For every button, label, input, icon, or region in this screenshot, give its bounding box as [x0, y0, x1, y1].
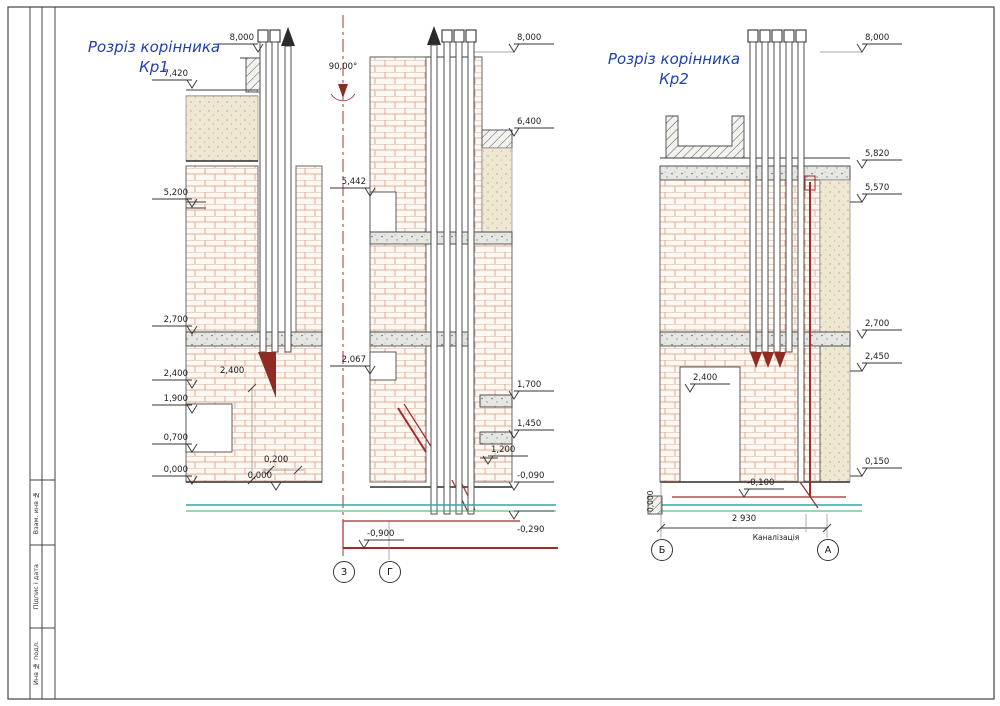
elevation-label: 2,400: [693, 373, 718, 383]
kp1-title-line2: Кр1: [139, 57, 169, 76]
titleblock-row: Инв № подл.: [30, 628, 42, 699]
elevation-label: 5,570: [865, 183, 890, 193]
kp2-title: Розріз корінника Кр2: [604, 50, 744, 89]
elevation-label: 0,150: [865, 457, 890, 467]
elevation-mark: [152, 79, 198, 89]
elevation-label: 8,000: [517, 33, 542, 43]
elevation-mark: [152, 198, 198, 208]
titleblock-row-label: Підпис і дата: [32, 563, 40, 610]
axis-bubble: А: [817, 539, 839, 561]
elevation-label: 1,700: [517, 380, 542, 390]
elevation-mark: [508, 127, 554, 137]
sheet-frame: [7, 6, 995, 700]
elevation-label: 1,450: [517, 419, 542, 429]
elevation-marks-layer: [152, 43, 902, 549]
elevation-mark: [856, 329, 902, 339]
elevation-label: 0,700: [163, 433, 188, 443]
elevation-mark: [856, 159, 902, 169]
kp1-title: Розріз корінника Кр1: [84, 38, 224, 77]
elevation-mark: [152, 475, 198, 485]
elevation-mark: [856, 193, 902, 203]
elevation-label: 0,000: [163, 465, 188, 475]
titleblock-row: Підпис і дата: [30, 545, 42, 628]
elevation-label: 1,900: [163, 394, 188, 404]
kp1-foundation: [186, 504, 558, 560]
floor-level-label-vertical: 0,000: [646, 490, 655, 512]
elevation-mark: [508, 390, 554, 400]
axis-bubble: Г: [379, 561, 401, 583]
elevation-mark: [152, 325, 198, 335]
elevation-mark: [152, 379, 198, 389]
elevation-mark: [738, 488, 784, 498]
inner-dimension-label: 2,400: [220, 366, 245, 376]
elevation-mark: [152, 443, 198, 453]
elevation-mark: [508, 43, 554, 53]
kp1-section: [185, 15, 558, 560]
elevation-mark: [856, 43, 902, 53]
elevation-mark: [508, 481, 554, 491]
elevation-label: 2,700: [163, 315, 188, 325]
elevation-label: 2,450: [865, 352, 890, 362]
elevation-label: 2,700: [865, 319, 890, 329]
titleblock-row: Взам. инв №: [30, 480, 42, 545]
elevation-label: 7,420: [163, 69, 188, 79]
elevation-mark: [856, 362, 902, 372]
inner-dimension-label: 0,200: [264, 455, 289, 465]
kp2-bottom-dimension: [656, 482, 832, 538]
elevation-mark: [684, 383, 730, 393]
kp2-pipes: [747, 29, 816, 497]
elevation-mark: [508, 429, 554, 439]
kp1-inner-dimensions: [247, 383, 304, 485]
angle-arrow-icon: [338, 84, 348, 98]
elevation-label: -0,090: [517, 471, 545, 481]
elevation-label: 5,820: [865, 149, 890, 159]
kp1-right-wall: [369, 51, 514, 513]
elevation-label: 8,000: [865, 33, 890, 43]
angle-label: 90,00°: [328, 62, 358, 72]
elevation-mark: [218, 43, 264, 53]
elevation-label: 5,200: [163, 188, 188, 198]
elevation-label: -0,290: [517, 525, 545, 535]
kp1-left-pipes: [257, 27, 295, 353]
kp2-title-line2: Кр2: [659, 69, 689, 88]
elevation-mark: [482, 455, 528, 465]
elevation-label: -0,900: [367, 529, 395, 539]
elevation-label: 0,000: [247, 471, 272, 481]
kp1-title-line1: Розріз корінника: [87, 38, 221, 56]
axis-bubble: З: [333, 561, 355, 583]
elevation-mark: [152, 404, 198, 414]
kp1-left-wall: [185, 57, 323, 483]
kp2-foundation: [647, 481, 862, 515]
titleblock-row-label: Взам. инв №: [32, 490, 40, 535]
dimension-label: 2 930: [731, 514, 757, 524]
elevation-mark: [236, 481, 282, 491]
kp2-section: [647, 29, 862, 538]
elevation-label: 5,442: [341, 177, 366, 187]
sewer-label: Каналізація: [752, 533, 800, 542]
elevation-mark: [330, 187, 376, 197]
vent-arrow-icon: [281, 27, 295, 46]
titleblock-row-label: Инв № подл.: [32, 641, 40, 686]
vent-arrow-icon: [427, 26, 441, 45]
elevation-label: 2,400: [163, 369, 188, 379]
kp2-title-line1: Розріз корінника: [607, 50, 741, 68]
elevation-label: 2,067: [341, 355, 366, 365]
elevation-label: 8,000: [229, 33, 254, 43]
elevation-label: 1,200: [491, 445, 516, 455]
elevation-mark: [508, 510, 554, 520]
elevation-mark: [330, 365, 376, 375]
axis-bubble: Б: [651, 539, 673, 561]
elevation-label: 6,400: [517, 117, 542, 127]
elevation-mark: [358, 539, 404, 549]
kp1-right-pipes: [427, 26, 477, 515]
elevation-mark: [856, 467, 902, 477]
elevation-label: -0,100: [747, 478, 775, 488]
